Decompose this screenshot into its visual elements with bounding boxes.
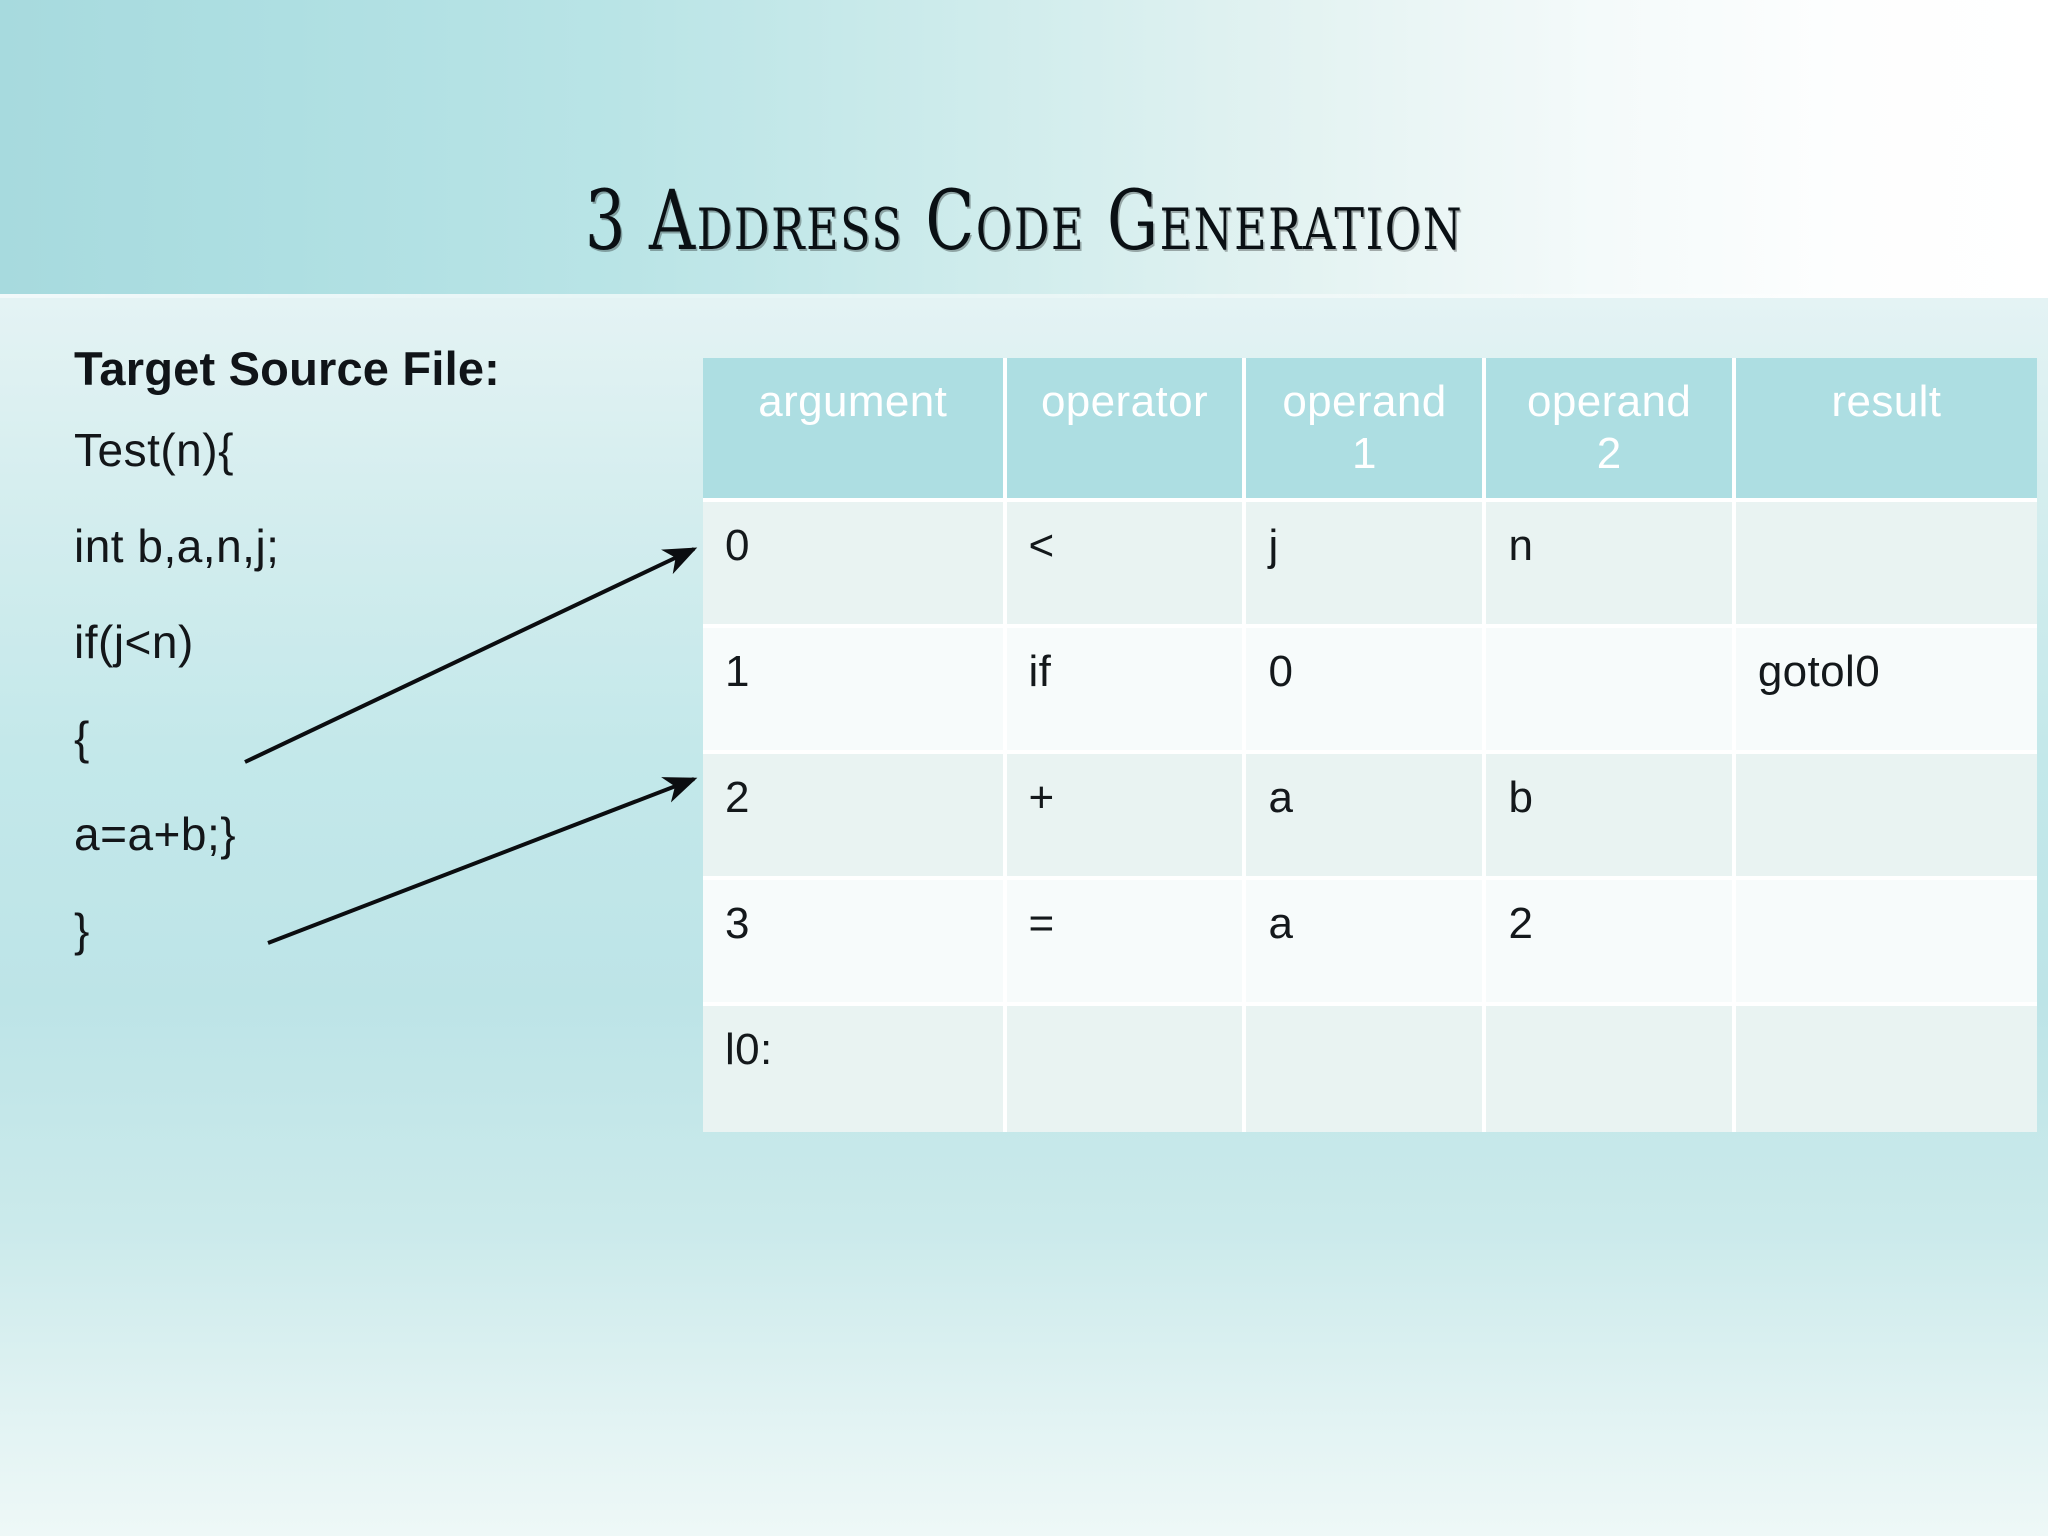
table-row: 2 + a b bbox=[703, 754, 2037, 880]
column-header-operand1: operand 1 bbox=[1246, 358, 1487, 502]
cell-operator: < bbox=[1006, 502, 1247, 628]
source-code-line-5: a=a+b;} bbox=[74, 808, 237, 860]
column-header-operator: operator bbox=[1006, 358, 1247, 502]
cell-result bbox=[1735, 754, 2037, 880]
cell-operand2: b bbox=[1486, 754, 1736, 880]
source-code-line-2: int b,a,n,j; bbox=[74, 520, 280, 572]
page-title: 3 Address Code Generation bbox=[584, 174, 1464, 269]
cell-argument: 3 bbox=[703, 880, 1007, 1006]
source-code-line-4: { bbox=[74, 712, 90, 764]
cell-operand2 bbox=[1486, 628, 1736, 754]
table-row: l0: bbox=[703, 1006, 2037, 1132]
title-band bbox=[0, 0, 2048, 298]
three-address-code-table: argument operator operand 1 operand 2 re… bbox=[703, 358, 2037, 1132]
cell-result bbox=[1735, 502, 2037, 628]
cell-result bbox=[1735, 1006, 2037, 1132]
cell-result: gotol0 bbox=[1735, 628, 2037, 754]
table-row: 1 if 0 gotol0 bbox=[703, 628, 2037, 754]
source-code-line-6: } bbox=[74, 904, 90, 956]
column-header-argument: argument bbox=[703, 358, 1007, 502]
cell-operand1: 0 bbox=[1246, 628, 1487, 754]
source-code-line-1: Test(n){ bbox=[74, 424, 234, 476]
cell-operand1: j bbox=[1246, 502, 1487, 628]
cell-operator: = bbox=[1006, 880, 1247, 1006]
cell-operand1: a bbox=[1246, 754, 1487, 880]
cell-argument: l0: bbox=[703, 1006, 1007, 1132]
table-header-row: argument operator operand 1 operand 2 re… bbox=[703, 358, 2037, 502]
cell-operand1: a bbox=[1246, 880, 1487, 1006]
cell-argument: 0 bbox=[703, 502, 1007, 628]
cell-operand1 bbox=[1246, 1006, 1487, 1132]
cell-operand2 bbox=[1486, 1006, 1736, 1132]
column-header-result: result bbox=[1735, 358, 2037, 502]
source-panel: Target Source File: Test(n){ int b,a,n,j… bbox=[74, 340, 634, 1002]
cell-operator: if bbox=[1006, 628, 1247, 754]
source-code-line-3: if(j<n) bbox=[74, 616, 194, 668]
source-panel-heading: Target Source File: bbox=[74, 342, 501, 395]
cell-operand2: n bbox=[1486, 502, 1736, 628]
table-row: 0 < j n bbox=[703, 502, 2037, 628]
column-header-operand2: operand 2 bbox=[1486, 358, 1736, 502]
cell-operator bbox=[1006, 1006, 1247, 1132]
cell-operand2: 2 bbox=[1486, 880, 1736, 1006]
cell-result bbox=[1735, 880, 2037, 1006]
cell-argument: 2 bbox=[703, 754, 1007, 880]
cell-operator: + bbox=[1006, 754, 1247, 880]
cell-argument: 1 bbox=[703, 628, 1007, 754]
table-row: 3 = a 2 bbox=[703, 880, 2037, 1006]
